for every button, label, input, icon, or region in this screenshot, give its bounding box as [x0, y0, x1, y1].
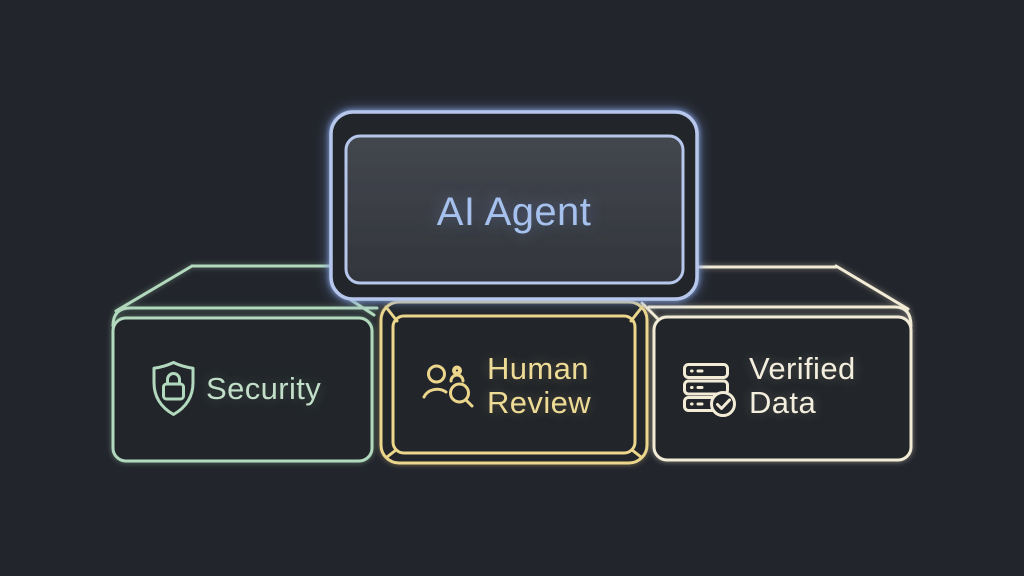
security-box-top-rim [111, 306, 379, 328]
verified-data-label-line-1: Verified [749, 351, 856, 386]
human-review-box-outline [379, 300, 649, 465]
security-label-line: Security [206, 371, 322, 406]
shield-lock-icon [152, 361, 195, 416]
human-review-box-front-face [391, 314, 637, 455]
security-box-top-diagonal-edge [114, 264, 194, 313]
ai-agent-box [329, 110, 699, 301]
security-label: Security [206, 372, 321, 406]
human-review-label-line-1: Human [487, 351, 589, 386]
verified-data-label: Verified Data [749, 352, 856, 420]
verified-data-box-corner-bevel [640, 301, 659, 320]
verified-data-label-line-2: Data [749, 385, 817, 420]
human-review-label-line-2: Review [487, 385, 592, 420]
ai-agent-label: AI Agent [436, 190, 592, 234]
human-review-box [379, 300, 649, 465]
security-box-corner-bevel [349, 298, 376, 317]
verified-data-box [596, 264, 913, 462]
human-review-label: Human Review [487, 352, 591, 420]
human-review-box-bevel-bottom-right [630, 448, 643, 459]
ai-agent-box-inner-panel [344, 134, 685, 285]
verified-data-box-front-face [652, 315, 913, 462]
database-check-icon [683, 363, 736, 417]
people-magnifier-icon [422, 364, 474, 408]
verified-data-box-top-rim [647, 305, 913, 328]
human-review-box-bevel-bottom-left [385, 448, 398, 459]
security-box-front-face [111, 316, 374, 463]
security-box [111, 264, 379, 463]
verified-data-box-top-diagonal-edge [834, 264, 910, 311]
